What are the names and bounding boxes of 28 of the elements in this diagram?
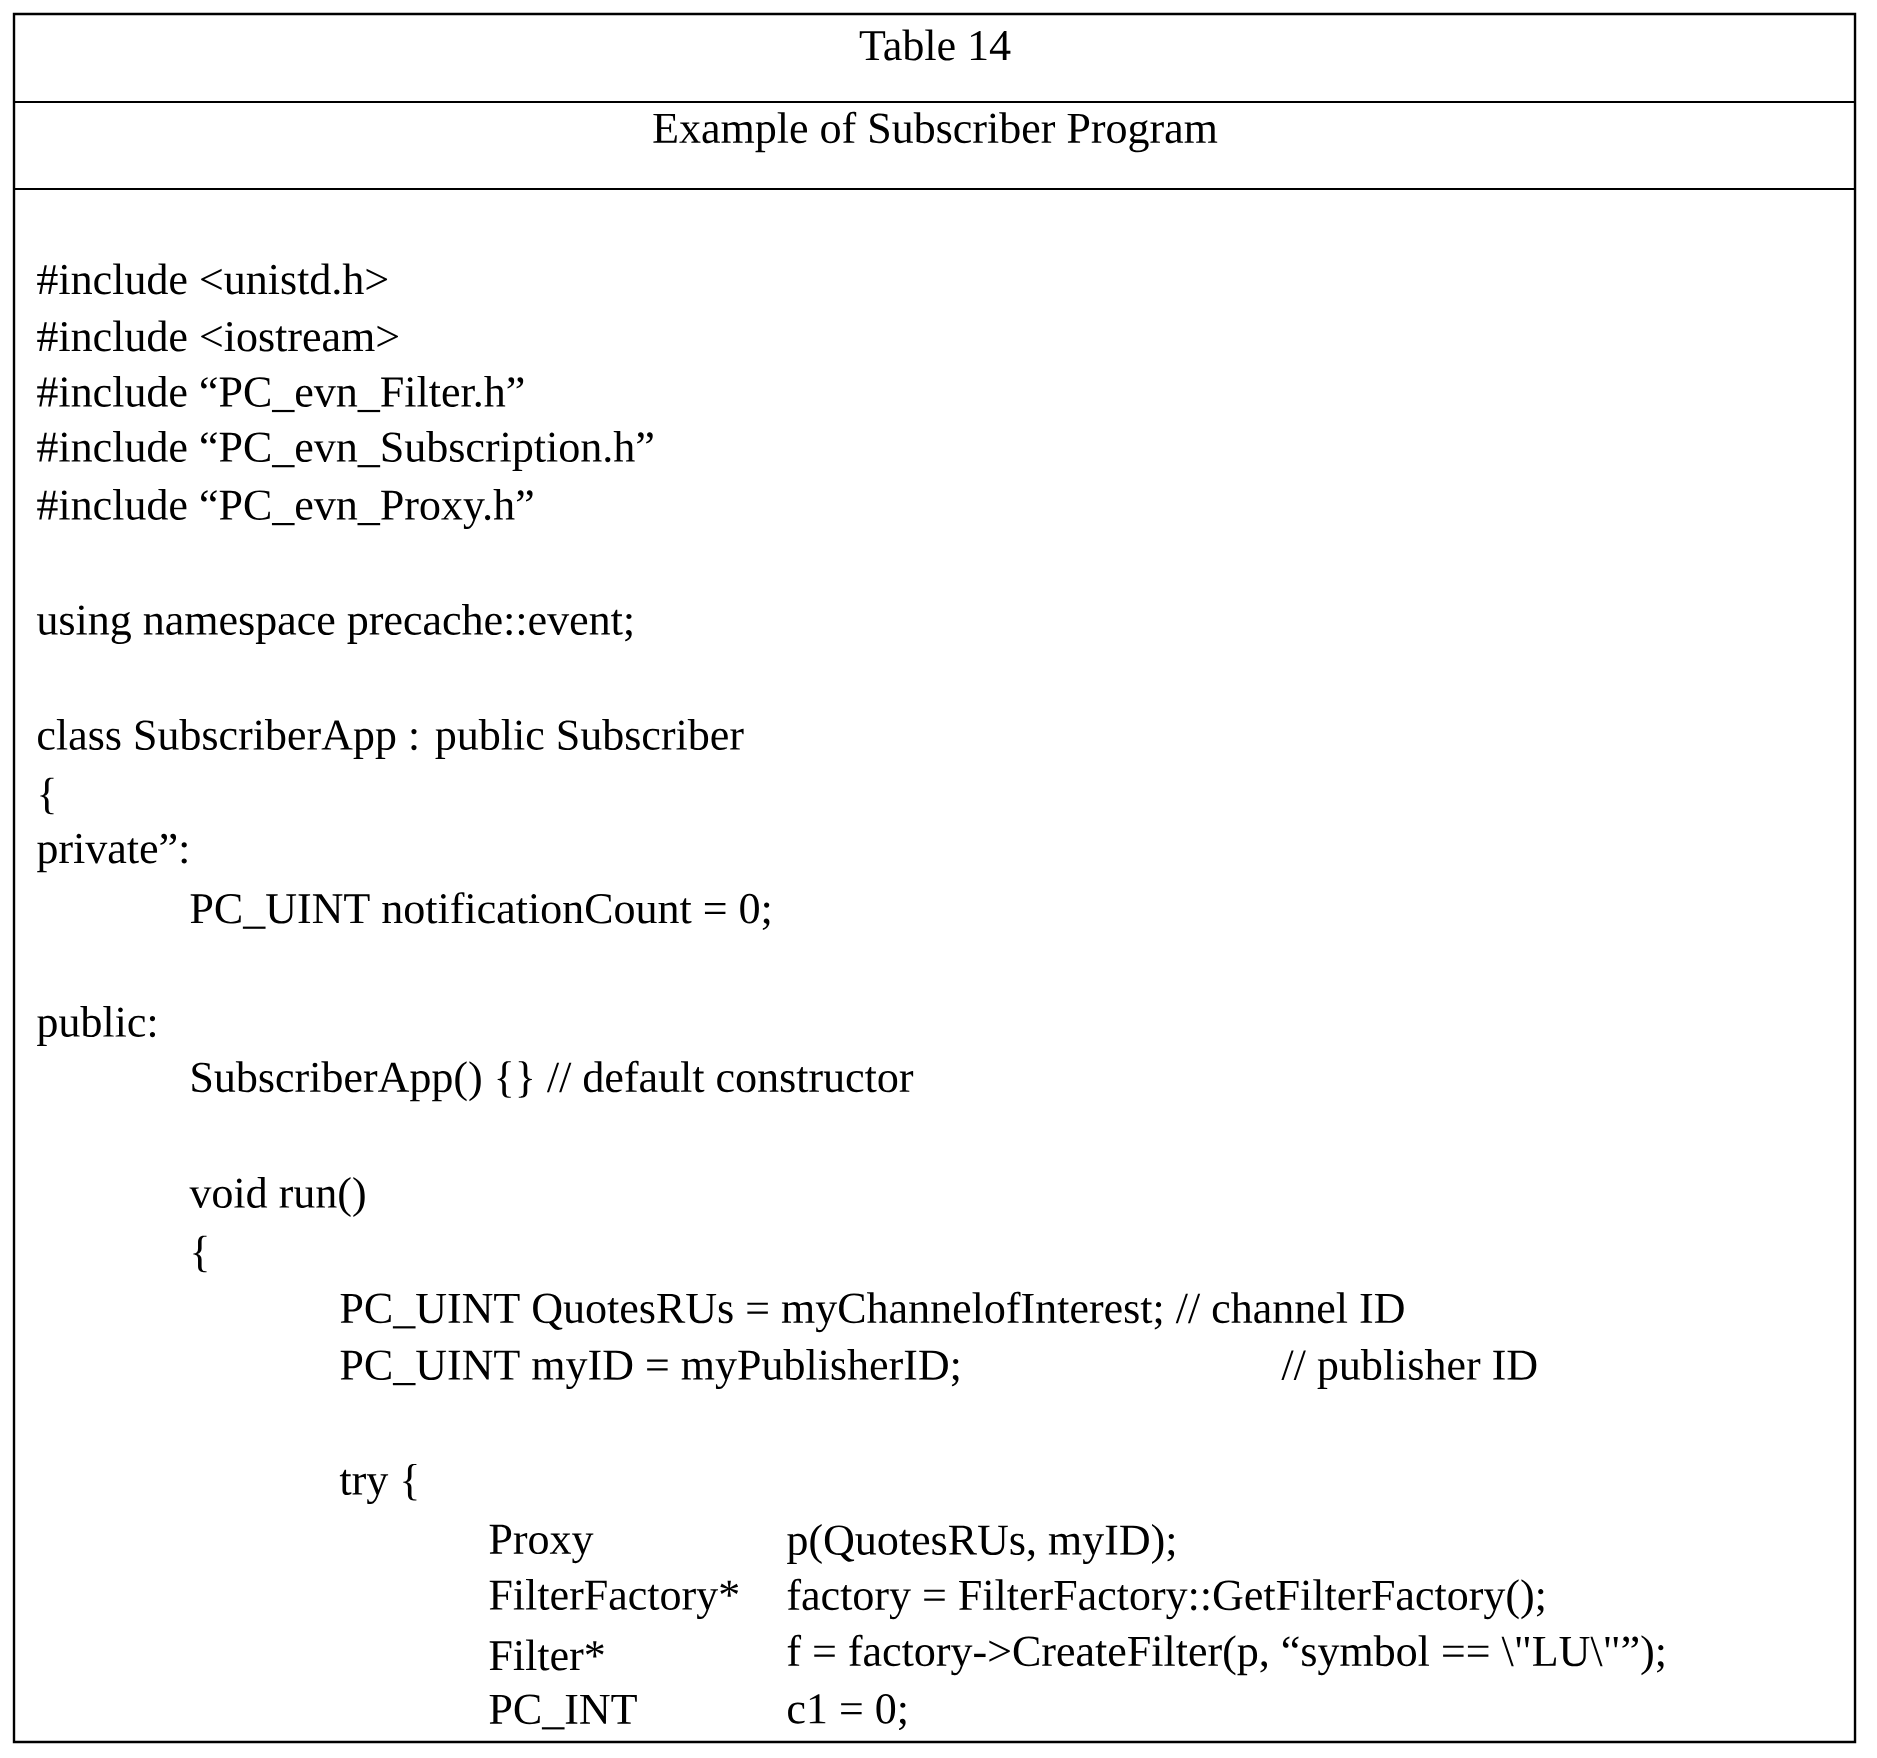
code-line: { — [193, 1235, 207, 1273]
code-line: factory = FilterFactory::GetFilterFactory(); — [787, 1578, 1544, 1620]
code-line: #include <iostream> — [37, 320, 398, 352]
code-line: private”: — [37, 833, 187, 873]
code-line: PC_UINT myID = myPublisherID; — [340, 1349, 959, 1390]
table-heading: Example of Subscriber Program — [653, 111, 1218, 153]
code-line: void run() — [189, 1177, 365, 1217]
code-line: #include “PC_evn_Subscription.h” — [37, 431, 653, 471]
code-line: PC_INT — [489, 1694, 637, 1730]
code-line: class SubscriberApp : public Subscriber — [38, 719, 744, 759]
code-line: try { — [339, 1464, 417, 1505]
code-line: PC_UINT notificationCount = 0; — [190, 892, 770, 930]
code-line: FilterFactory* — [489, 1579, 739, 1620]
code-line: Filter* — [489, 1639, 604, 1671]
code-line: // publisher ID — [1281, 1349, 1537, 1389]
code-line: using namespace precache::event; — [36, 604, 632, 645]
code-line: public: — [37, 1006, 156, 1046]
code-line: #include <unistd.h> — [37, 263, 388, 295]
table-title: Table 14 — [859, 29, 1011, 61]
code-line: c1 = 0; — [788, 1694, 906, 1731]
code-line: Proxy — [489, 1524, 594, 1564]
code-line: f = factory->CreateFilter(p, “symbol == \"LU\"”); — [787, 1634, 1664, 1676]
code-line: { — [40, 777, 54, 815]
code-line: #include “PC_evn_Filter.h” — [37, 375, 524, 413]
code-line: SubscriberApp() {} // default constructor — [192, 1060, 914, 1102]
code-line: #include “PC_evn_Proxy.h” — [37, 489, 533, 530]
code-line: PC_UINT QuotesRUs = myChannelofInterest; // channel ID — [340, 1291, 1404, 1333]
code-line: p(QuotesRUs, myID); — [787, 1524, 1175, 1565]
